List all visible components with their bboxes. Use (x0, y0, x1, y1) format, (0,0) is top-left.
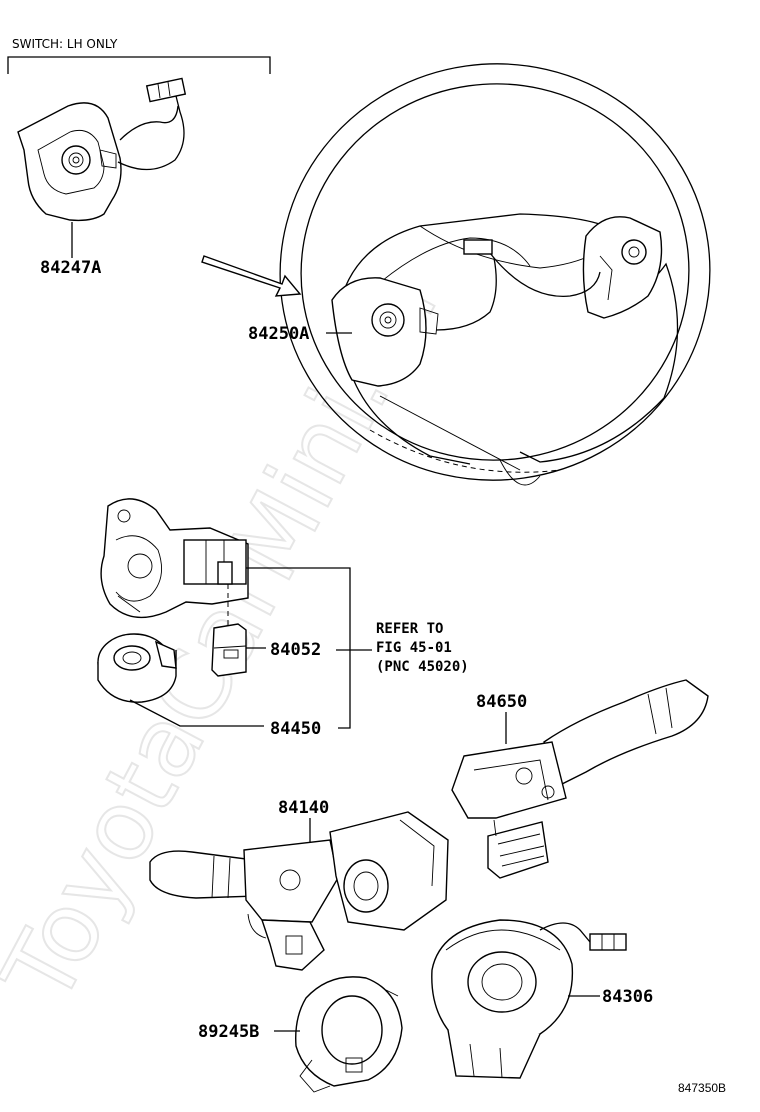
part-label-84247A: 84247A (40, 258, 101, 278)
lh-only-bracket: SWITCH: LH ONLY (7, 37, 271, 74)
refer-line-3: (PNC 45020) (376, 659, 469, 675)
part-label-84650: 84650 (476, 692, 527, 712)
part-label-89245B: 89245B (198, 1022, 259, 1042)
refer-line-1: REFER TO (376, 621, 443, 637)
turn-signal-switch-drawing (149, 811, 449, 971)
steering-sensor-drawing (274, 976, 403, 1093)
steering-wheel-drawing (201, 63, 711, 486)
part-label-84450: 84450 (270, 719, 321, 739)
refer-note: REFER TO FIG 45-01 (PNC 45020) (376, 621, 469, 675)
part-label-84250A: 84250A (248, 324, 309, 344)
part-label-84306: 84306 (602, 987, 653, 1007)
spiral-cable-drawing (431, 919, 627, 1079)
switch-84247A-drawing (17, 77, 187, 258)
refer-line-2: FIG 45-01 (376, 640, 452, 656)
part-label-84140: 84140 (278, 798, 329, 818)
wiper-switch-drawing (451, 679, 709, 879)
diagram-code: 847350B (678, 1081, 726, 1095)
lh-only-note: SWITCH: LH ONLY (12, 37, 118, 51)
ignition-assembly-drawing (97, 498, 372, 729)
part-label-84052: 84052 (270, 640, 321, 660)
